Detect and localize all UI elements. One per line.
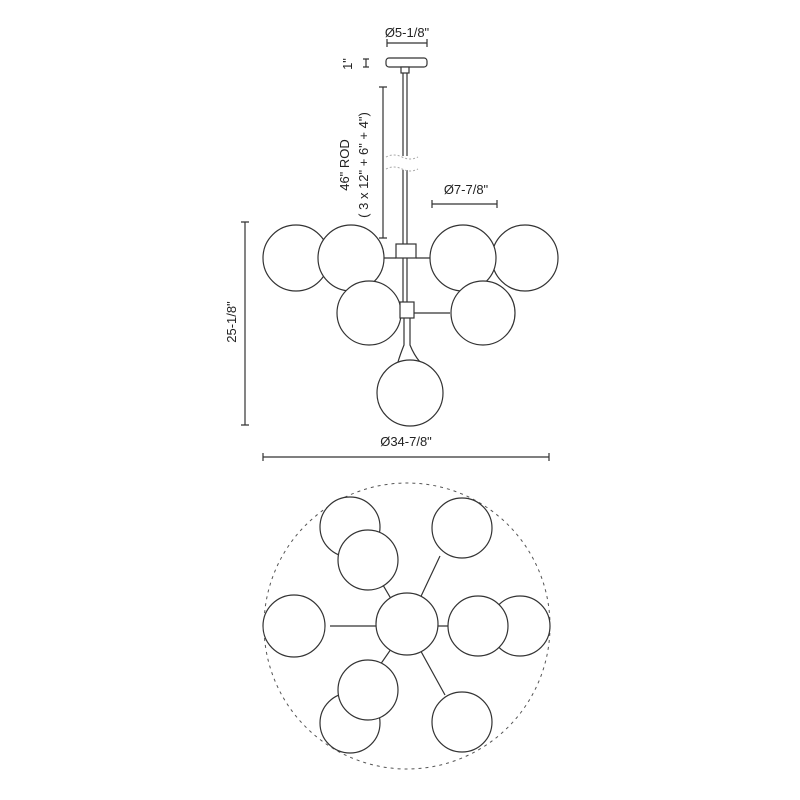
height-dimension-line <box>241 221 249 426</box>
diameter-label: Ø34-7/8" <box>380 434 432 449</box>
center-globe <box>375 592 439 656</box>
side-view: Ø5-1/8" 1" 46" ROD ( 3 x 12" + 6" + 4") … <box>224 25 559 461</box>
rod-dimension-line <box>379 86 387 239</box>
canopy-diameter-label: Ø5-1/8" <box>385 25 430 40</box>
globe <box>447 595 509 657</box>
globe-diameter-label: Ø7-7/8" <box>444 182 489 197</box>
globe <box>491 224 559 292</box>
upper-hub <box>395 243 417 259</box>
height-label: 25-1/8" <box>224 301 239 343</box>
canopy-height-label: 1" <box>340 58 355 70</box>
globe <box>431 691 493 753</box>
canopy-dimension-line <box>386 39 428 47</box>
globe <box>431 497 493 559</box>
globe <box>376 359 444 427</box>
rod-break-icon <box>385 154 419 172</box>
canopy-height-line <box>363 58 369 68</box>
globe <box>262 594 326 658</box>
canopy <box>385 57 428 68</box>
middle-arms <box>385 258 450 314</box>
canopy-stem <box>400 66 410 74</box>
diameter-dimension-line <box>262 453 550 461</box>
globe <box>337 659 399 721</box>
lower-arm <box>397 318 421 363</box>
globe <box>450 280 516 346</box>
rod-length-label: 46" ROD <box>337 139 352 191</box>
middle-hub <box>399 301 415 319</box>
globe <box>336 280 402 346</box>
top-view <box>262 482 551 770</box>
globe <box>337 529 399 591</box>
globe-dimension-line <box>431 200 498 208</box>
rod-breakdown-label: ( 3 x 12" + 6" + 4") <box>356 112 371 218</box>
rod <box>402 73 408 245</box>
